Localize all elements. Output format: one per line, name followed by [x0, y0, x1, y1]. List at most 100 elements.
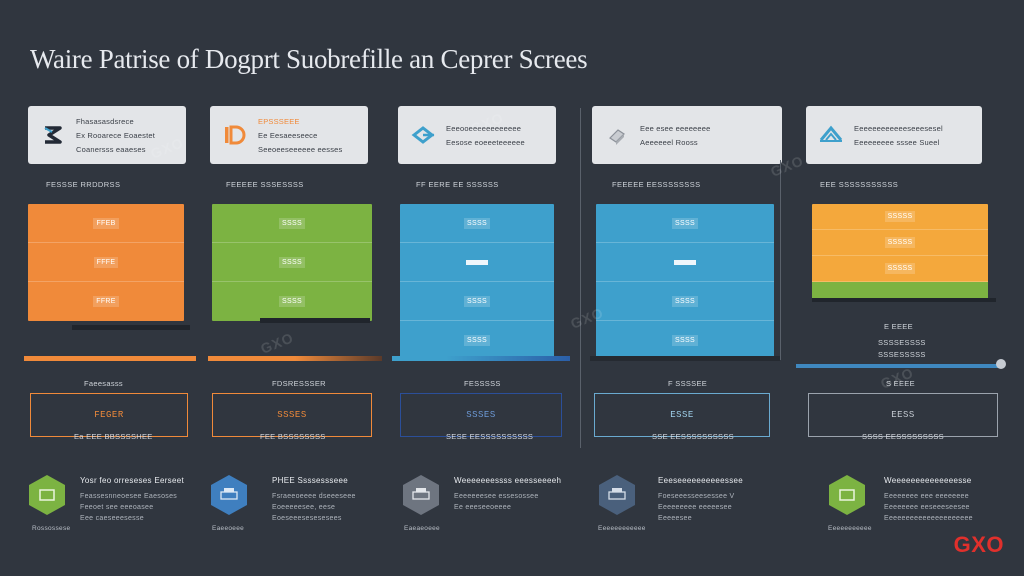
bridge-logo-icon [816, 120, 846, 150]
panel-value: SSSES [277, 410, 307, 420]
row-label: SSSS [464, 295, 490, 307]
blue-slider-bar[interactable] [796, 364, 1002, 368]
gray-hexagon-icon [402, 474, 440, 516]
slider-knob[interactable] [996, 359, 1006, 369]
box-logo-icon [602, 120, 632, 150]
card-line: Eee esee eeeeeeee [640, 123, 711, 133]
info-title: Eeeseeeeeeeeeessee [658, 476, 744, 485]
block-row: SSSSS [812, 256, 988, 282]
row-label [674, 259, 696, 265]
panel-value: EESS [891, 410, 915, 420]
orange-bar [24, 356, 196, 361]
side-line: E EEEE [884, 322, 913, 331]
panel-value: ESSE [670, 410, 694, 420]
hex-caption: Rossossese [32, 525, 71, 532]
value-panel[interactable]: ESSE [594, 393, 770, 437]
block-row: FFFE [28, 243, 184, 282]
yellow-block: SSSSS SSSSS SSSSS [812, 204, 988, 301]
slate-hexagon-icon [598, 474, 636, 516]
row-label: SSSS [672, 217, 698, 229]
value-panel[interactable]: SSSES [400, 393, 562, 437]
row-label: FFEB [93, 217, 119, 229]
brand-logo: GXO [953, 532, 1004, 557]
column-card[interactable]: EPSSSEEE Ee Eesaeeseece Seeoeeseeeeee ee… [210, 106, 368, 164]
info-line: Feeoet see eeeoasee [80, 504, 154, 511]
info-line: Ee eeeseeoeeee [454, 504, 512, 511]
block-row: SSSS [212, 243, 372, 282]
info-line: Eeeeeeeeeeeeeeeeeeeee [884, 515, 973, 522]
card-line: Aeeeeeel Rooss [640, 137, 698, 147]
value-panel[interactable]: EESS [808, 393, 998, 437]
block-row: SSSS [400, 204, 554, 243]
column-1: Fhasasasdsrece Ex Rooarece Eoaestet Coan… [24, 0, 208, 576]
column-4: Eee esee eeeeeeee Aeeeeeel Rooss FEEEEE … [590, 0, 782, 576]
column-card[interactable]: Eee esee eeeeeeee Aeeeeeel Rooss [592, 106, 782, 164]
green-block: SSSS SSSS SSSS [212, 204, 372, 321]
info-block: Yosr feo orreseses Eerseet Feassesnneoes… [80, 476, 184, 522]
row-label: SSSS [464, 335, 490, 346]
card-line: EPSSSEEE [258, 116, 300, 126]
chevron-logo-icon [408, 120, 438, 150]
row-label: SSSSS [884, 211, 916, 222]
card-line: Ex Rooarece Eoaestet [76, 130, 156, 140]
column-card[interactable]: Eeeooeeeeeeeeeeee Eesose eoeeeteeeeee [398, 106, 556, 164]
row-label: SSSSS [884, 237, 916, 248]
block-row [400, 243, 554, 282]
panel-caption: SSE EESSSSSSSSSS [652, 432, 734, 441]
panel-caption: SSSS EESSSSSSSSS [862, 432, 944, 441]
blue-bar [392, 356, 570, 361]
panel-value: FEGER [94, 410, 124, 420]
hex-caption: Eaeaeoeee [404, 525, 440, 532]
info-line: Feassesnneoesee Eaesoses [80, 493, 178, 500]
row-label: FFRE [93, 296, 119, 307]
sub-label: S EEEE [886, 379, 915, 388]
row-label: SSSS [672, 335, 698, 346]
info-block: PHEE Ssssessseee Fsraeeoeeee dseeeseee E… [272, 476, 356, 522]
block-row: SSSSS [812, 204, 988, 230]
column-label: EEE SSSSSSSSSSS [820, 180, 899, 189]
value-panel[interactable]: SSSES [212, 393, 372, 437]
divider-line [780, 160, 781, 360]
green-hexagon-icon [828, 474, 866, 516]
column-label: FESSSE RRDDRSS [46, 180, 121, 189]
page-title: Waire Patrise of Dogprt Suobrefille an C… [30, 44, 588, 74]
info-block: Weeeeeeeeeeeeeesse Eeeeeeee eee eeeeeeee… [884, 476, 973, 522]
card-line: Eesose eoeeeteeeeee [446, 137, 525, 147]
info-line: Eeeeeeeee eeeeesee [658, 504, 732, 511]
info-title: Yosr feo orreseses Eerseet [80, 476, 184, 485]
panel-caption: FEE BSSSSSSSS [260, 432, 326, 441]
block-row: FFEB [28, 204, 184, 243]
block-row: SSSS [596, 282, 774, 321]
block-row: SSSS [596, 204, 774, 243]
side-line: SSSSESSSS [878, 338, 926, 347]
block-row: SSSS [596, 321, 774, 360]
card-line: Eeeooeeeeeeeeeeee [446, 123, 522, 133]
row-label [466, 259, 488, 265]
column-2: EPSSSEEE Ee Eesaeeseece Seeoeeseeeeee ee… [208, 0, 390, 576]
column-card[interactable]: Fhasasasdsrece Ex Rooarece Eoaestet Coan… [28, 106, 186, 164]
info-line: Eoeeeeesee, eese [272, 504, 336, 511]
row-label: SSSS [672, 295, 698, 307]
block-row: SSSS [212, 204, 372, 243]
value-panel[interactable]: FEGER [30, 393, 188, 437]
row-label: SSSS [464, 217, 490, 229]
column-label: FF EERE EE SSSSSS [416, 180, 499, 189]
info-line: Eeeeeeesee essesossee [454, 493, 539, 500]
info-title: Weeeeeeessss eeesseeeeh [454, 476, 562, 485]
info-block: Eeeseeeeeeeeeessee Foeseeesseesessee V E… [658, 476, 743, 522]
info-line: Foeseeesseesessee V [658, 493, 735, 500]
card-line: Ee Eesaeeseece [258, 130, 318, 140]
dark-bar [260, 318, 370, 323]
hex-caption: Eaeeoeee [212, 525, 245, 532]
panel-value: SSSES [466, 410, 496, 420]
blue-block: SSSS SSSS SSSS [400, 204, 554, 360]
card-line: Eeeeeeeee sssee Sueel [854, 137, 940, 147]
block-row: SSSS [400, 282, 554, 321]
info-title: Weeeeeeeeeeeeeesse [884, 476, 972, 485]
info-title: PHEE Ssssessseee [272, 476, 348, 485]
hex-caption: Eeeeeeeeeee [828, 525, 872, 532]
column-card[interactable]: Eeeeeeeeeeeeseeesesel Eeeeeeeee sssee Su… [806, 106, 982, 164]
green-hexagon-icon [28, 474, 66, 516]
column-5: Eeeeeeeeeeeeseeesesel Eeeeeeeee sssee Su… [796, 0, 1016, 576]
card-line: Coanersss eaaeses [76, 144, 146, 154]
